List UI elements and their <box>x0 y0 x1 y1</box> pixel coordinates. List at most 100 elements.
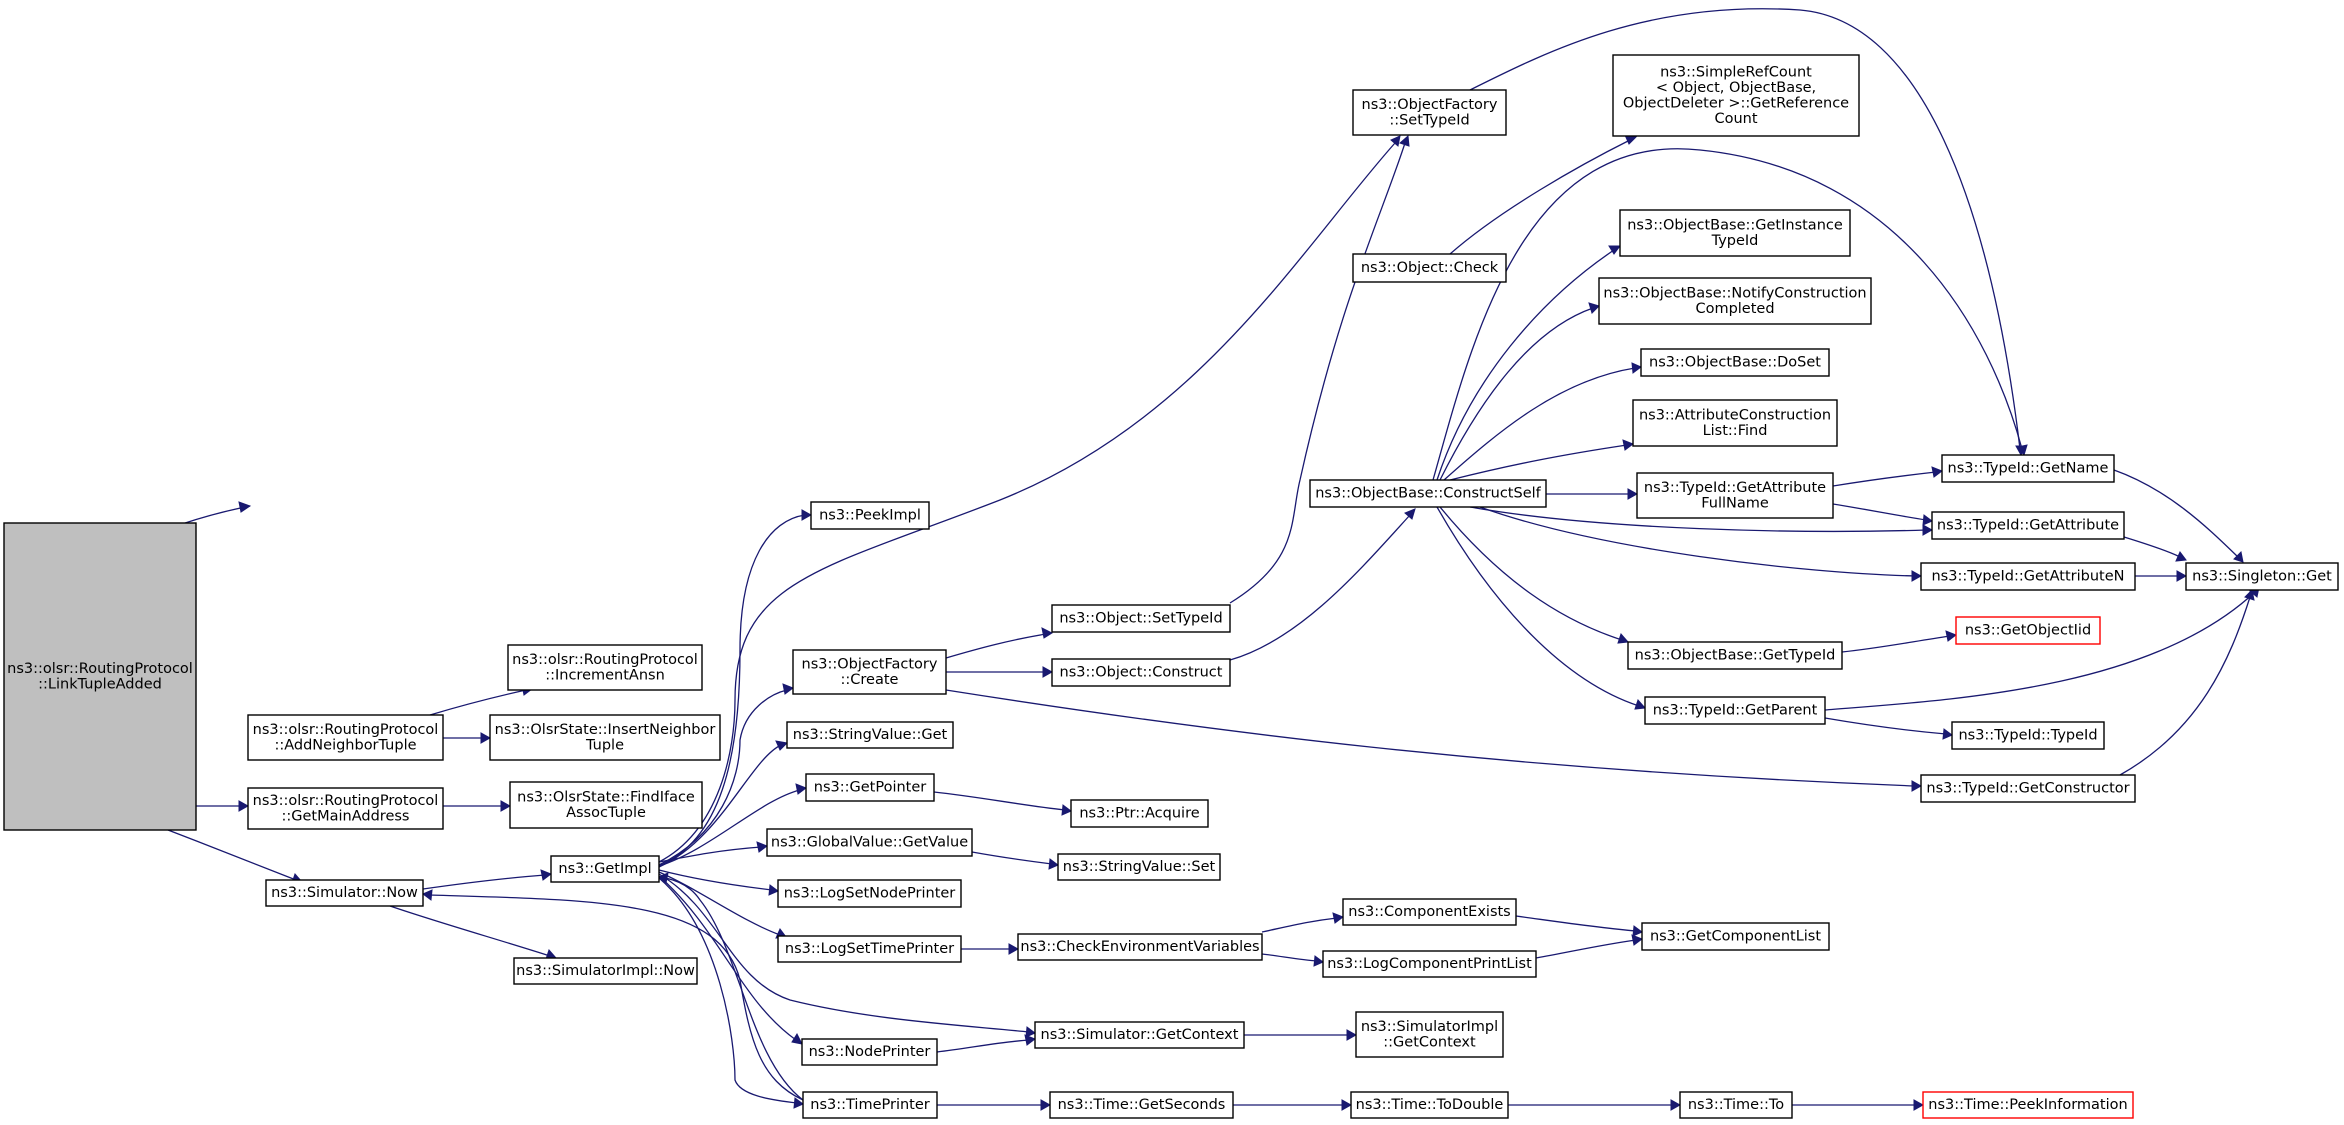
node-label: ns3::TypeId::TypeId <box>1958 728 2097 744</box>
node-tidGetParent[interactable]: ns3::TypeId::GetParent <box>1644 696 1826 725</box>
node-obGetTypeId[interactable]: ns3::ObjectBase::GetTypeId <box>1627 641 1843 670</box>
node-timeGetSeconds[interactable]: ns3::Time::GetSeconds <box>1049 1091 1234 1119</box>
node-label: ns3::StringValue::Get <box>793 727 948 743</box>
arrowhead-root-to-addNeighbor <box>238 501 252 513</box>
node-compExists[interactable]: ns3::ComponentExists <box>1342 898 1517 926</box>
node-label: ::Create <box>841 672 899 688</box>
node-addNeighbor[interactable]: ns3::olsr::RoutingProtocol::AddNeighborT… <box>247 714 444 761</box>
arrowhead-tidGetAttrFull-to-tidGetName <box>1931 466 1944 478</box>
arrowhead-getMainAddress-to-findIface <box>500 800 512 812</box>
node-tidGetName[interactable]: ns3::TypeId::GetName <box>1941 454 2115 483</box>
edge-tidGetConstructor-to-singletonGet <box>2119 596 2251 776</box>
node-getObjectIid[interactable]: ns3::GetObjectIid <box>1955 616 2101 645</box>
arrowhead-getPointer-to-ptrAcquire <box>1061 804 1072 816</box>
node-box <box>1034 1021 1245 1049</box>
edge-nodePrinter-to-simGetContext <box>936 1039 1030 1053</box>
arrowhead-tidGetAttr-to-singletonGet <box>2175 551 2187 562</box>
node-simGetContext[interactable]: ns3::Simulator::GetContext <box>1034 1021 1245 1049</box>
node-label: ns3::LogComponentPrintList <box>1327 956 1532 972</box>
edge-getImpl-to-ofSetTypeId <box>658 142 1396 863</box>
node-globalValueGet[interactable]: ns3::GlobalValue::GetValue <box>766 828 973 857</box>
node-box <box>1017 933 1263 961</box>
edge-tidGetName-to-singletonGet <box>2113 469 2239 558</box>
node-label: ns3::GlobalValue::GetValue <box>771 835 968 851</box>
node-getPointer[interactable]: ns3::GetPointer <box>805 773 935 802</box>
node-label: ns3::LogSetTimePrinter <box>785 941 954 957</box>
arrowhead-obConstructSelf-to-tidGetParent <box>1634 699 1647 710</box>
edge-ofCreate-to-tidGetConstructor <box>945 689 1916 787</box>
node-stringValueGet[interactable]: ns3::StringValue::Get <box>786 721 954 749</box>
node-label: ns3::TypeId::GetConstructor <box>1926 781 2129 797</box>
node-timePeekInfo[interactable]: ns3::Time::PeekInformation <box>1922 1091 2134 1119</box>
node-logSetNode[interactable]: ns3::LogSetNodePrinter <box>777 879 962 908</box>
node-label: List::Find <box>1703 423 1768 439</box>
node-box <box>1931 511 2125 540</box>
node-logCompPrint[interactable]: ns3::LogComponentPrintList <box>1322 950 1537 978</box>
node-peekImpl[interactable]: ns3::PeekImpl <box>810 501 930 530</box>
node-label: ns3::Singleton::Get <box>2192 569 2332 585</box>
node-label: ns3::TypeId::GetParent <box>1653 703 1818 719</box>
node-obNotify[interactable]: ns3::ObjectBase::NotifyConstructionCompl… <box>1598 277 1872 325</box>
node-box <box>1352 253 1507 283</box>
node-obDoSet[interactable]: ns3::ObjectBase::DoSet <box>1640 348 1830 377</box>
arrowhead-getImpl-to-stringValueGet <box>775 740 789 751</box>
arrowhead-addNeighbor-to-insertNeighbor <box>480 732 492 744</box>
node-ofCreate[interactable]: ns3::ObjectFactory::Create <box>792 649 947 695</box>
arrowhead-globalValueGet-to-stringValueSet <box>1048 858 1059 870</box>
node-timeToDouble[interactable]: ns3::Time::ToDouble <box>1350 1091 1509 1119</box>
node-box <box>509 781 703 829</box>
node-simImplNow[interactable]: ns3::SimulatorImpl::Now <box>513 957 698 985</box>
arrowhead-root-to-getMainAddress <box>238 800 250 812</box>
edge-obConstructSelf-to-tidGetAttrN <box>1479 506 1916 577</box>
node-box <box>805 773 935 802</box>
node-simImplGetContext[interactable]: ns3::SimulatorImpl::GetContext <box>1355 1011 1504 1058</box>
node-getMainAddress[interactable]: ns3::olsr::RoutingProtocol::GetMainAddre… <box>247 787 444 830</box>
node-tidGetAttr[interactable]: ns3::TypeId::GetAttribute <box>1931 511 2125 540</box>
node-label: ns3::TypeId::GetName <box>1948 461 2109 477</box>
edge-getImpl-to-stringValueGet <box>658 744 782 868</box>
node-checkEnv[interactable]: ns3::CheckEnvironmentVariables <box>1017 933 1263 961</box>
node-label: Tuple <box>585 737 624 753</box>
node-nodePrinter[interactable]: ns3::NodePrinter <box>801 1038 938 1066</box>
node-logSetTime[interactable]: ns3::LogSetTimePrinter <box>777 935 962 963</box>
node-box <box>1632 399 1838 447</box>
node-timePrinter[interactable]: ns3::TimePrinter <box>802 1091 938 1119</box>
node-singletonGet[interactable]: ns3::Singleton::Get <box>2185 562 2339 591</box>
arrowhead-compExists-to-getCompList <box>1632 925 1643 937</box>
arrowhead-checkEnv-to-compExists <box>1332 912 1345 924</box>
node-objCheck[interactable]: ns3::Object::Check <box>1352 253 1507 283</box>
node-getCompList[interactable]: ns3::GetComponentList <box>1641 922 1830 951</box>
node-ofSetTypeId[interactable]: ns3::ObjectFactory::SetTypeId <box>1352 89 1507 136</box>
node-label: ns3::SimpleRefCount <box>1660 64 1812 80</box>
arrowhead-getImpl-to-getPointer <box>795 783 808 795</box>
node-root[interactable]: ns3::olsr::RoutingProtocol::LinkTupleAdd… <box>3 522 197 831</box>
edge-tidGetAttr-to-singletonGet <box>2123 536 2181 558</box>
node-objConstruct[interactable]: ns3::Object::Construct <box>1051 658 1231 687</box>
node-tidGetConstructor[interactable]: ns3::TypeId::GetConstructor <box>1920 774 2136 803</box>
edge-obConstructSelf-to-obDoSet <box>1443 367 1636 481</box>
node-tidGetAttrN[interactable]: ns3::TypeId::GetAttributeN <box>1920 562 2136 591</box>
arrowhead-nodePrinter-to-simGetContext <box>1024 1034 1037 1046</box>
node-label: ns3::Object::Check <box>1361 260 1499 276</box>
node-timeTo[interactable]: ns3::Time::To <box>1679 1091 1793 1119</box>
edge-root-to-simNow <box>167 829 297 881</box>
node-simNow[interactable]: ns3::Simulator::Now <box>265 879 424 907</box>
arrowhead-logSetTime-to-checkEnv <box>1008 943 1020 955</box>
arrowhead-ofCreate-to-tidGetConstructor <box>1911 780 1923 792</box>
node-getImpl[interactable]: ns3::GetImpl <box>550 855 660 883</box>
node-tidTypeId[interactable]: ns3::TypeId::TypeId <box>1951 721 2105 750</box>
node-objSetTypeId[interactable]: ns3::Object::SetTypeId <box>1051 604 1231 633</box>
node-ptrAcquire[interactable]: ns3::Ptr::Acquire <box>1070 799 1209 828</box>
arrowhead-ofCreate-to-objConstruct <box>1042 666 1054 678</box>
node-stringValueSet[interactable]: ns3::StringValue::Set <box>1057 853 1221 881</box>
node-simpleRefCount[interactable]: ns3::SimpleRefCount< Object, ObjectBase,… <box>1612 54 1860 137</box>
node-obConstructSelf[interactable]: ns3::ObjectBase::ConstructSelf <box>1309 479 1547 508</box>
arrowhead-tidGetAttrN-to-singletonGet <box>2176 570 2188 582</box>
edge-tidGetAttrFull-to-tidGetName <box>1832 471 1937 487</box>
node-incrementAnsn[interactable]: ns3::olsr::RoutingProtocol::IncrementAns… <box>507 644 703 691</box>
